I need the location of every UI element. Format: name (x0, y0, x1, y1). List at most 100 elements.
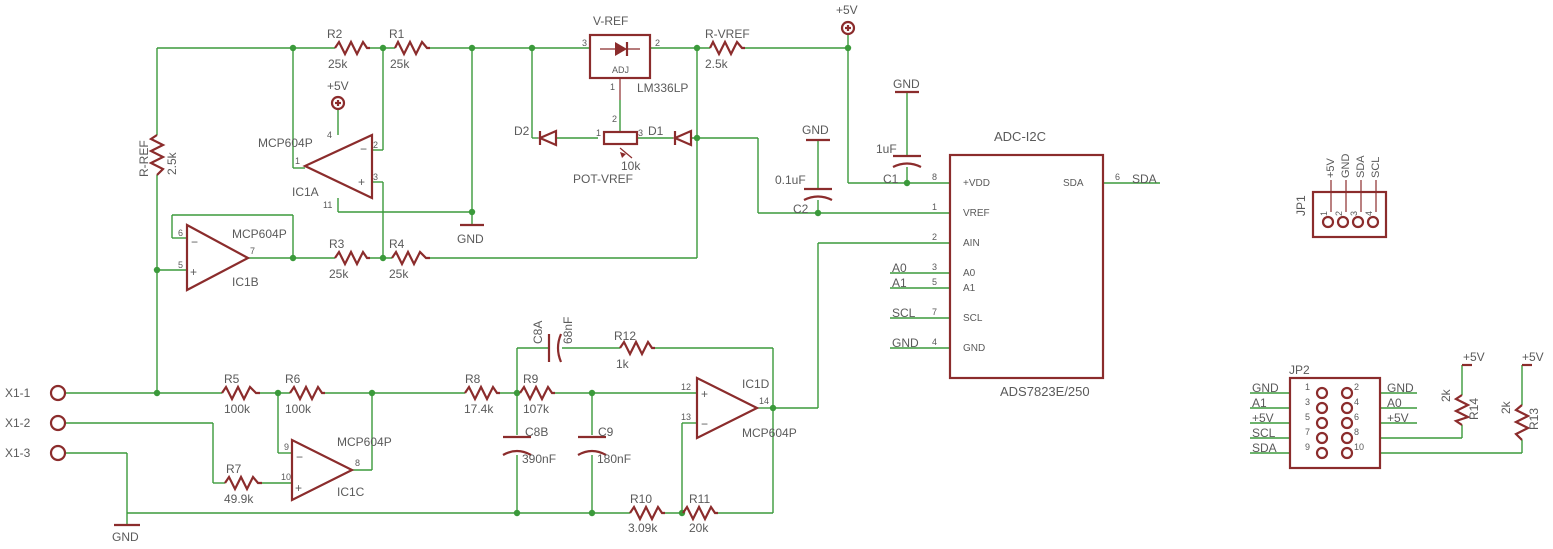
label-r14: R14 (1467, 398, 1481, 420)
label-r3: R3 (329, 237, 345, 251)
capacitor-c1 (892, 154, 922, 168)
net-a0: A0 (892, 261, 907, 275)
label-c8a-value: 68nF (561, 317, 575, 344)
label-r5-value: 100k (224, 402, 251, 416)
jp2-right-1: GND (1387, 381, 1414, 395)
resistor-r9 (519, 384, 555, 402)
adc-pin-vdd: +VDD (963, 178, 990, 189)
adc-part: ADS7823E/250 (1000, 384, 1090, 399)
resistor-r2 (334, 39, 370, 57)
label-x11: X1-1 (5, 386, 31, 400)
svg-text:+: + (701, 387, 708, 401)
label-5v-r14: +5V (1463, 350, 1485, 364)
label-r12-value: 1k (616, 357, 630, 371)
svg-text:−: − (191, 235, 198, 249)
svg-text:11: 11 (323, 200, 332, 210)
label-r11: R11 (689, 492, 710, 506)
label-pot: POT-VREF (573, 172, 633, 186)
label-d1: D1 (648, 124, 664, 138)
svg-text:8: 8 (932, 172, 937, 182)
label-ic1d: IC1D (742, 377, 770, 391)
label-r12: R12 (614, 329, 636, 343)
label-rref-value: 2.5k (165, 151, 179, 175)
svg-text:8: 8 (355, 458, 360, 468)
svg-text:+: + (358, 175, 365, 189)
resistor-r12 (619, 339, 655, 357)
capacitor-c9 (577, 435, 607, 456)
header-jp2: 1 3 5 7 9 2 4 6 8 10 (1288, 376, 1382, 470)
svg-text:10: 10 (281, 472, 291, 482)
net-scl: SCL (892, 306, 916, 320)
svg-text:1: 1 (1319, 211, 1329, 216)
label-c8b-value: 390nF (522, 452, 556, 466)
label-r7: R7 (226, 462, 242, 476)
label-ic1c: IC1C (337, 485, 365, 499)
label-c9: C9 (598, 425, 614, 439)
svg-text:−: − (360, 142, 367, 156)
jp1-pin-scl: SCL (1370, 157, 1382, 178)
adc-pin-a0: A0 (963, 268, 976, 279)
resistor-r8 (464, 384, 500, 402)
label-r1: R1 (389, 27, 405, 41)
svg-text:5: 5 (932, 277, 937, 287)
jp2-right-3: +5V (1387, 411, 1409, 425)
svg-text:5: 5 (178, 260, 183, 270)
resistor-r6 (289, 384, 325, 402)
label-r6-value: 100k (285, 402, 312, 416)
svg-text:1: 1 (610, 82, 615, 92)
opamp-ic1d: + − 12 13 14 (681, 376, 769, 440)
adc-chip: 8 1 2 3 5 7 4 6 (932, 153, 1120, 380)
label-c2: C2 (793, 202, 809, 216)
input-connectors (49, 384, 67, 462)
label-r13-value: 2k (1499, 400, 1513, 414)
label-ic1a-type: MCP604P (258, 136, 313, 150)
resistor-r7 (224, 474, 262, 492)
label-gnd-c2: GND (802, 123, 829, 137)
svg-text:+: + (190, 265, 197, 279)
resistor-r11 (682, 504, 718, 522)
svg-text:3: 3 (1349, 211, 1359, 216)
label-r13: R13 (1527, 408, 1541, 430)
label-lm336: LM336LP (637, 81, 688, 95)
label-c1-value: 1uF (876, 142, 897, 156)
svg-text:9: 9 (284, 442, 289, 452)
adc-pin-scl: SCL (963, 313, 983, 324)
adc-pin-sda: SDA (1063, 178, 1084, 189)
svg-text:1: 1 (932, 202, 937, 212)
svg-text:6: 6 (1115, 172, 1120, 182)
label-c2-value: 0.1uF (775, 173, 806, 187)
adc-pin-gnd: GND (963, 343, 985, 354)
label-r11-value: 20k (689, 521, 709, 535)
label-r2-value: 25k (328, 57, 348, 71)
net-a1: A1 (892, 276, 907, 290)
label-rvref-value: 2.5k (705, 57, 729, 71)
svg-text:2: 2 (1354, 382, 1359, 392)
label-r10-value: 3.09k (628, 521, 658, 535)
resistor-rref (148, 134, 166, 176)
label-x12: X1-2 (5, 416, 31, 430)
label-pot-value: 10k (621, 159, 641, 173)
svg-text:8: 8 (1354, 427, 1359, 437)
header-jp1: 1 2 3 4 (1311, 180, 1388, 239)
svg-text:1: 1 (1305, 382, 1310, 392)
adc-pin-a1: A1 (963, 283, 976, 294)
svg-text:4: 4 (327, 130, 332, 140)
label-c8a: C8A (531, 321, 545, 344)
vref-regulator: 3 2 1 (582, 33, 660, 100)
svg-text:10: 10 (1354, 442, 1364, 452)
label-rref: R-REF (137, 140, 151, 177)
potentiometer: 1 3 2 (596, 100, 643, 159)
wires (65, 35, 1523, 525)
svg-text:13: 13 (681, 412, 691, 422)
svg-text:3: 3 (373, 172, 378, 182)
opamp-ic1b: − + 6 5 7 (178, 223, 255, 292)
label-c1: C1 (883, 172, 899, 186)
svg-text:4: 4 (1364, 211, 1374, 216)
label-r4: R4 (389, 237, 405, 251)
svg-text:2: 2 (932, 232, 937, 242)
svg-text:2: 2 (655, 38, 660, 48)
label-r3-value: 25k (329, 267, 349, 281)
label-r4-value: 25k (389, 267, 409, 281)
label-r2: R2 (327, 27, 343, 41)
